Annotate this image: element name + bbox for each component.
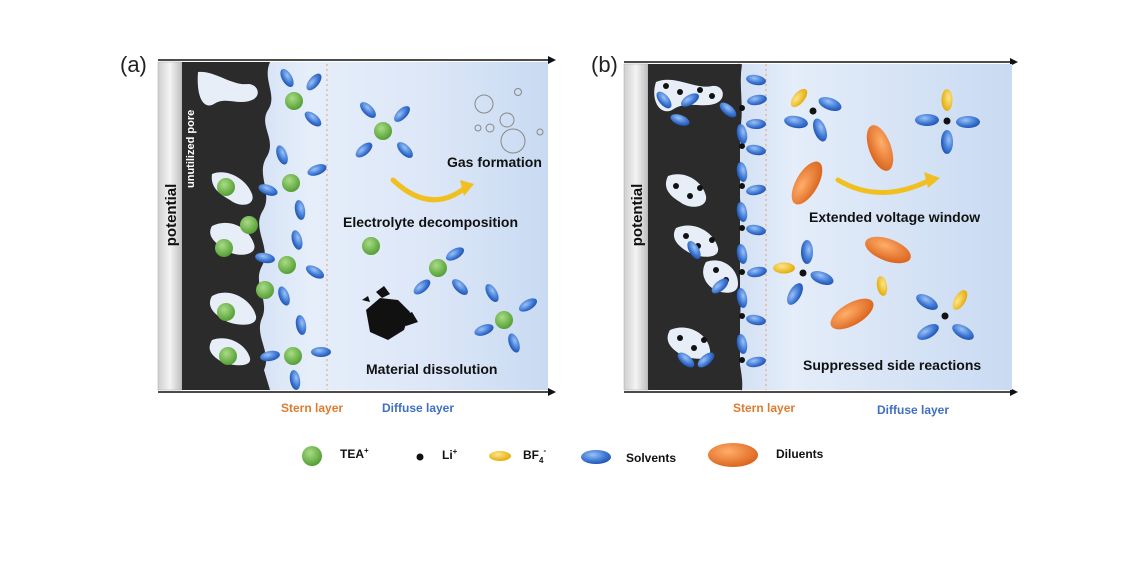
- tea-ion: [278, 256, 296, 274]
- dissolved-material-icon: [362, 286, 418, 340]
- legend-solvents-label: Solvents: [626, 451, 676, 465]
- solvent-molecule: [360, 102, 376, 118]
- panel-a-stern-layer-text: Stern layer: [281, 401, 343, 415]
- panel-b-label: (b): [591, 52, 618, 77]
- panel-b-pore: [703, 260, 738, 293]
- solvent-molecule: [307, 164, 327, 176]
- solvent-molecule: [294, 200, 306, 220]
- panel-a-potential-text: potential: [163, 184, 180, 247]
- tea-ion: [429, 259, 447, 277]
- tea-ion: [374, 122, 392, 140]
- tea-ion: [362, 237, 380, 255]
- solvent-molecule: [518, 298, 538, 312]
- solvent-molecule: [413, 279, 431, 295]
- tea-ion: [217, 178, 235, 196]
- tea-ion: [217, 303, 235, 321]
- legend-tea-icon: [302, 446, 322, 466]
- panel-a-bottom-axis-arrow: [548, 388, 556, 396]
- solvent-molecule: [295, 315, 307, 335]
- solvent-molecule: [445, 247, 465, 261]
- panel-a-gas-formation-text: Gas formation: [447, 154, 542, 170]
- panel-b-pore: [667, 327, 711, 359]
- panel-a-curved-arrow-head: [460, 180, 474, 196]
- solvent-molecule: [394, 106, 410, 122]
- solvent-molecule: [485, 283, 499, 303]
- solvent-molecule: [304, 111, 322, 127]
- tea-ion: [240, 216, 258, 234]
- panel-b-suppressed-side-reactions-text: Suppressed side reactions: [803, 357, 981, 373]
- panel-a-pore: [197, 71, 258, 106]
- legend-li-label: Li+: [442, 447, 458, 462]
- tea-ion: [215, 239, 233, 257]
- panel-b-li-clusters: [773, 88, 980, 340]
- solvent-molecule: [306, 73, 322, 91]
- solvent-molecule: [397, 142, 413, 158]
- panel-b-potential-bar: [623, 63, 649, 391]
- solvent-molecule: [260, 350, 280, 362]
- panel-a-material-dissolution-text: Material dissolution: [366, 361, 497, 377]
- panel-a-diffuse-layer-text: Diffuse layer: [382, 401, 454, 415]
- legend-bf4-label: BF4-: [523, 446, 546, 465]
- panel-b-pore: [665, 174, 707, 207]
- legend-li-icon: [416, 453, 424, 461]
- panel-a-solvents: [255, 68, 538, 390]
- legend-bf4-icon: [489, 451, 511, 461]
- solvent-molecule: [305, 265, 325, 279]
- legend: TEA+ Li+ BF4- Solvents Diluents: [302, 443, 824, 467]
- solvent-molecule: [289, 370, 301, 390]
- tea-ion: [256, 281, 274, 299]
- tea-ion: [282, 174, 300, 192]
- panel-a: (a) potential unutilized pore: [120, 52, 556, 415]
- tea-ion: [284, 347, 302, 365]
- tea-ion: [219, 347, 237, 365]
- legend-diluents-label: Diluents: [776, 447, 824, 461]
- panel-b-diffuse-layer-text: Diffuse layer: [877, 403, 949, 417]
- panel-b-potential-text: potential: [629, 184, 646, 247]
- solvent-molecule: [258, 184, 278, 196]
- panel-a-potential-bar: [157, 61, 183, 391]
- panel-a-unutilized-pore-text: unutilized pore: [185, 110, 197, 188]
- solvent-molecule: [355, 142, 373, 158]
- solvent-molecule: [278, 286, 290, 306]
- legend-solvents-icon: [581, 450, 611, 464]
- panel-b-li-ions: [663, 83, 745, 363]
- tea-ion: [285, 92, 303, 110]
- solvent-molecule: [474, 324, 494, 336]
- tea-ion: [495, 311, 513, 329]
- solvent-molecule: [508, 333, 520, 353]
- panel-b-diluents: [791, 125, 911, 330]
- solvent-molecule: [311, 347, 331, 357]
- legend-diluents-icon: [708, 443, 758, 467]
- panel-b-curved-arrow: [835, 177, 933, 195]
- panel-b-stern-solvents: [656, 74, 767, 368]
- panel-b-stern-layer-text: Stern layer: [733, 401, 795, 415]
- legend-tea-label: TEA+: [340, 446, 369, 461]
- panel-b-extended-voltage-window-text: Extended voltage window: [809, 209, 980, 225]
- panel-b-curved-arrow-head: [924, 172, 940, 188]
- panel-b-electrode-edge: [732, 63, 743, 391]
- panel-a-curved-arrow: [390, 177, 468, 203]
- solvent-molecule: [280, 68, 294, 88]
- panel-b: (b) potential: [591, 52, 1018, 417]
- solvent-molecule: [276, 145, 288, 165]
- panel-a-label: (a): [120, 52, 147, 77]
- panel-a-tea-ions: [215, 92, 513, 365]
- solvent-molecule: [291, 230, 303, 250]
- panel-a-electrolyte-decomposition-text: Electrolyte decomposition: [343, 214, 518, 230]
- panel-a-top-axis-arrow: [548, 56, 556, 64]
- solvent-molecule: [452, 279, 468, 295]
- gas-bubbles-icon: [474, 88, 544, 154]
- solvent-molecule: [255, 252, 275, 264]
